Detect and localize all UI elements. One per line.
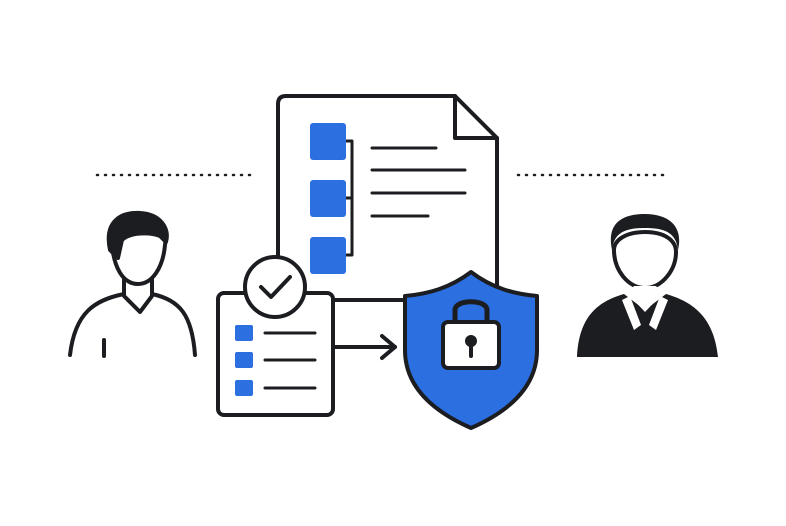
document-hierarchy-icon [276,94,499,302]
businessman-icon [577,214,718,357]
user-outline-icon [68,210,197,358]
checklist-icon [216,291,335,417]
arrow-right-icon [331,334,397,360]
check-circle-icon [243,255,307,319]
shield-lock-icon [403,270,539,430]
